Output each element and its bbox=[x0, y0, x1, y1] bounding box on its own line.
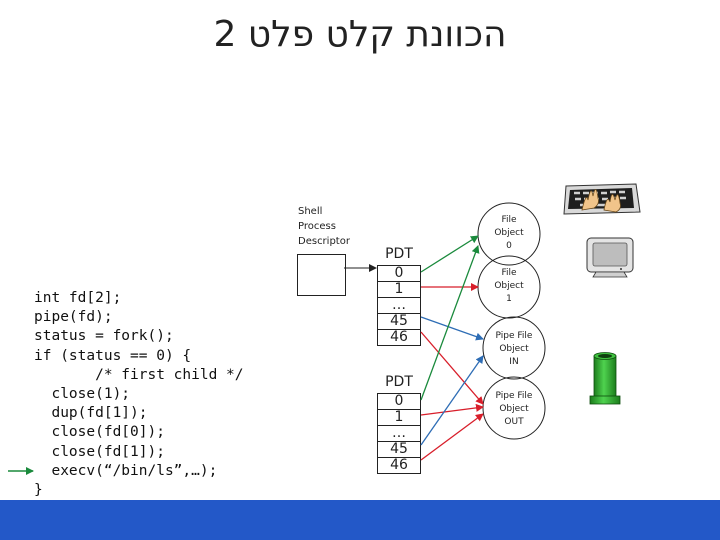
child-fd46-arrow bbox=[420, 413, 484, 461]
pipe-out-circle bbox=[482, 376, 546, 440]
pdt-cell-45: 45 bbox=[377, 314, 421, 330]
code-line: /* first child */ bbox=[34, 366, 244, 383]
child-fd1-arrow bbox=[420, 403, 484, 416]
shell-process-descriptor-box bbox=[297, 254, 346, 296]
pdt-cell-1: 1 bbox=[377, 282, 421, 298]
pdt-cell-0: 0 bbox=[377, 393, 421, 410]
monitor-icon bbox=[586, 237, 634, 278]
pdt-cell-46: 46 bbox=[377, 458, 421, 474]
keyboard-icon bbox=[563, 183, 641, 215]
code-line: int fd[2]; bbox=[34, 290, 122, 306]
child-fd0-arrow bbox=[420, 245, 480, 401]
code-line: close(fd[0]); bbox=[34, 424, 165, 441]
pdt-cell-0: 0 bbox=[377, 265, 421, 282]
file-object-0-circle bbox=[477, 202, 541, 266]
pdt-cell-ellipsis: … bbox=[377, 426, 421, 442]
pdt-cell-45: 45 bbox=[377, 442, 421, 458]
file-object-0: File Object 0 bbox=[494, 215, 524, 251]
bottom-bar bbox=[0, 500, 720, 540]
code-line: dup(fd[1]); bbox=[34, 405, 148, 422]
pdt-header: PDT bbox=[385, 374, 413, 390]
pdt-cell-ellipsis: … bbox=[377, 298, 421, 314]
code-line: } bbox=[34, 481, 43, 498]
pipe-icon bbox=[589, 352, 621, 405]
parent-fd46-arrow bbox=[420, 331, 484, 405]
slide-title: הכוונת קלט פלט 2 bbox=[213, 14, 507, 55]
code-line: if (status == 0) { bbox=[34, 347, 192, 364]
pipe-file-object-out: Pipe File Object OUT bbox=[495, 391, 533, 427]
pdt-child: PDT 0 1 … 45 46 bbox=[377, 373, 421, 474]
code-line: pipe(fd); bbox=[34, 309, 113, 326]
pdt-parent: PDT 0 1 … 45 46 bbox=[377, 245, 421, 346]
code-line: close(1); bbox=[34, 385, 131, 402]
pdt-header: PDT bbox=[385, 246, 413, 262]
pdt-cell-1: 1 bbox=[377, 410, 421, 426]
parent-fd45-arrow bbox=[420, 316, 484, 341]
shell-process-descriptor-label: Shell Process Descriptor bbox=[298, 206, 350, 247]
child-fd45-arrow bbox=[420, 355, 484, 446]
code-line: execv(“/bin/ls”,…); bbox=[34, 462, 218, 479]
pipe-in-circle bbox=[482, 316, 546, 380]
parent-fd0-arrow bbox=[420, 235, 479, 273]
pdt-cell-46: 46 bbox=[377, 330, 421, 346]
code-line: close(fd[1]); bbox=[34, 443, 165, 460]
file-object-1: File Object 1 bbox=[494, 268, 524, 304]
code-line: status = fork(); bbox=[34, 328, 174, 345]
code-block: int fd[2]; pipe(fd); status = fork(); if (s… bbox=[34, 289, 244, 500]
pipe-file-object-in: Pipe File Object IN bbox=[495, 331, 533, 367]
